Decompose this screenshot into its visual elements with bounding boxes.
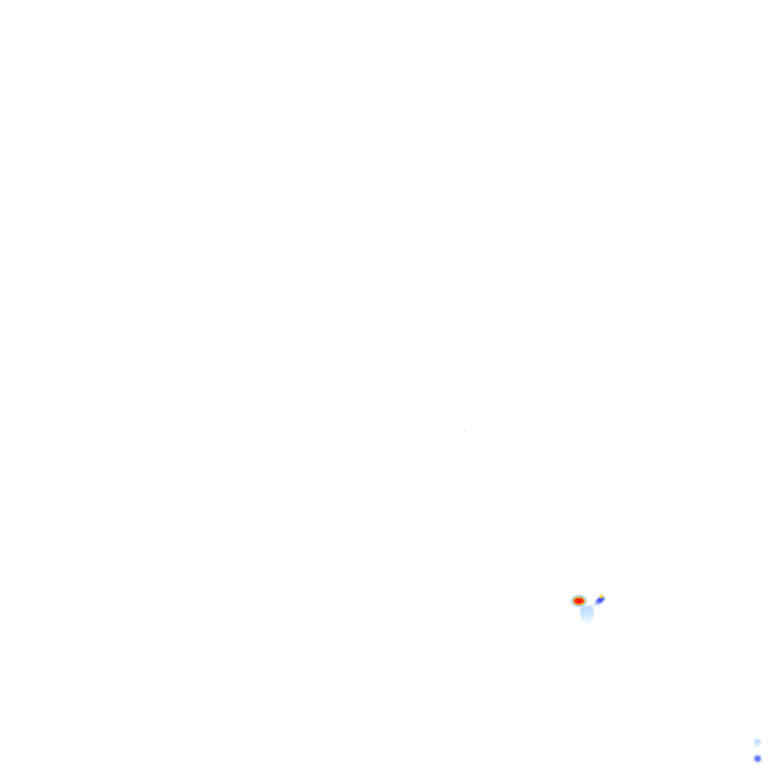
speck-dot	[464, 429, 467, 432]
radar-cell-corner-lower	[752, 753, 764, 765]
radar-cell-primary	[570, 593, 588, 610]
radar-cell-corner-upper	[753, 738, 762, 748]
primary-core-red	[574, 598, 584, 604]
corner-upper-body	[754, 739, 761, 747]
tail-body	[580, 606, 594, 624]
radar-cell-centre-speck	[464, 429, 467, 432]
radar-cell-stratiform-tail	[578, 603, 598, 625]
corner-lower-core	[754, 755, 762, 763]
